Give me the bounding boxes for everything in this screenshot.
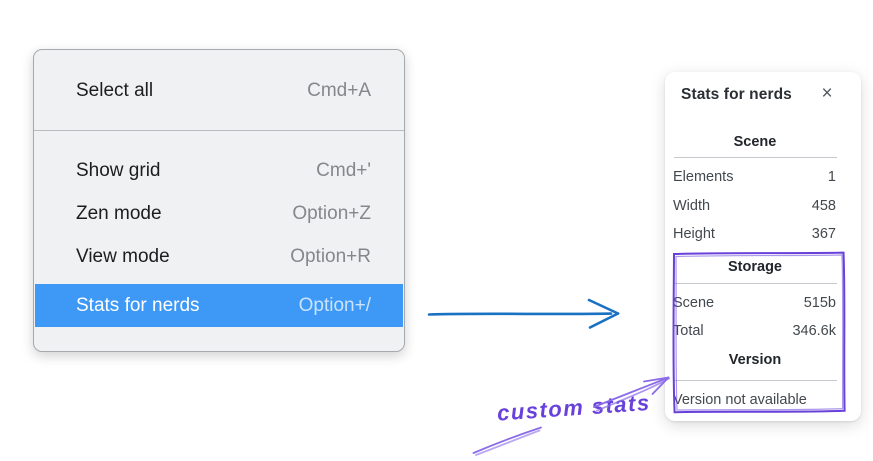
menu-item-select-all[interactable]: Select all Cmd+A xyxy=(35,70,403,112)
close-icon[interactable]: × xyxy=(821,82,833,104)
stat-value: 367 xyxy=(811,225,836,242)
section-divider xyxy=(674,283,837,284)
section-divider xyxy=(674,380,837,381)
menu-item-zen-mode[interactable]: Zen mode Option+Z xyxy=(35,192,403,235)
stat-label: Total xyxy=(673,322,704,339)
menu-separator xyxy=(34,130,404,131)
stat-label: Elements xyxy=(673,168,734,185)
section-divider xyxy=(674,157,837,158)
menu-item-label: View mode xyxy=(76,245,170,267)
menu-item-shortcut: Cmd+' xyxy=(316,159,371,181)
stat-row-storage-scene: Scene 515b xyxy=(673,294,836,311)
stat-value: 346.6k xyxy=(792,322,836,339)
menu-item-shortcut: Option+R xyxy=(290,245,371,267)
stat-value: 1 xyxy=(827,168,836,185)
stat-row-elements: Elements 1 xyxy=(673,168,836,185)
stat-row-height: Height 367 xyxy=(673,225,836,242)
menu-item-label: Zen mode xyxy=(76,202,162,224)
stat-value: 458 xyxy=(811,197,836,214)
stat-label: Width xyxy=(673,197,711,214)
menu-to-panel-arrow xyxy=(427,298,620,329)
menu-item-stats-for-nerds[interactable]: Stats for nerds Option+/ xyxy=(35,284,403,327)
version-note: Version not available xyxy=(673,391,807,408)
menu-item-view-mode[interactable]: View mode Option+R xyxy=(35,235,403,278)
menu-item-label: Stats for nerds xyxy=(76,294,200,316)
menu-item-shortcut: Option+/ xyxy=(298,294,371,316)
menu-item-shortcut: Option+Z xyxy=(292,202,371,224)
menu-item-shortcut: Cmd+A xyxy=(307,80,371,101)
menu-item-label: Select all xyxy=(76,80,154,101)
stat-label: Height xyxy=(673,225,715,242)
section-header-scene: Scene xyxy=(733,134,777,150)
stat-value: 515b xyxy=(803,294,836,311)
menu-item-show-grid[interactable]: Show grid Cmd+' xyxy=(35,149,403,192)
custom-stats-underline-stroke xyxy=(472,426,542,456)
section-header-storage: Storage xyxy=(728,259,782,275)
stats-for-nerds-panel: Stats for nerds × Scene Elements 1 Width… xyxy=(665,72,861,421)
menu-item-label: Show grid xyxy=(76,159,161,181)
stat-row-storage-total: Total 346.6k xyxy=(673,322,836,339)
custom-stats-annotation-label: custom stats xyxy=(496,389,652,426)
context-menu: Select all Cmd+A Show grid Cmd+' Zen mod… xyxy=(33,49,405,352)
section-header-version: Version xyxy=(728,352,782,368)
panel-title: Stats for nerds xyxy=(681,86,792,103)
stat-label: Scene xyxy=(673,294,715,311)
stat-row-width: Width 458 xyxy=(673,197,836,214)
